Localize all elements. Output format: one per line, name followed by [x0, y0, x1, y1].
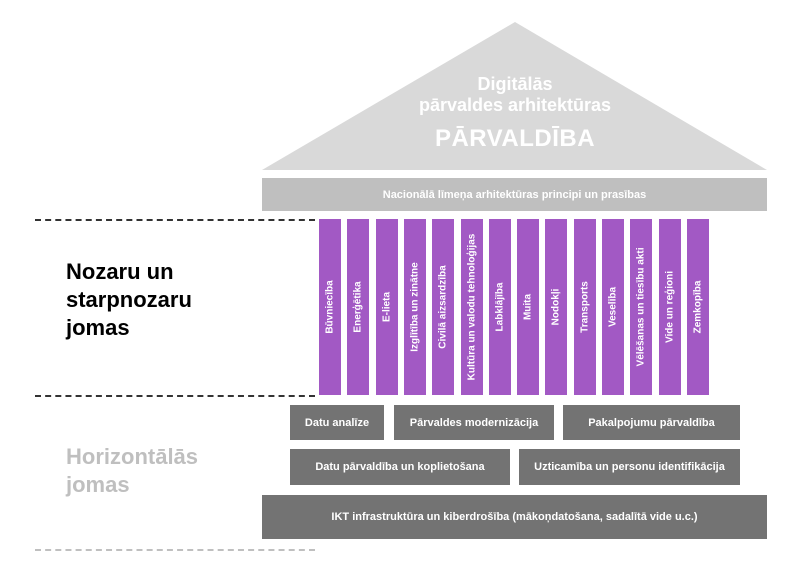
pillar-label: Nodokļi: [550, 288, 562, 326]
pillar-9: Transports: [573, 219, 596, 395]
pillar-label: Kultūra un valodu tehnoloģijas: [466, 233, 477, 381]
roof-title-line1: Digitālās: [477, 74, 553, 94]
pillar-12: Vide un reģioni: [658, 219, 681, 395]
box-datu-analize: Datu analīze: [290, 405, 384, 440]
pillar-2: E-lieta: [375, 219, 398, 395]
pillar-label: Civilā aizsardzība: [437, 265, 449, 349]
divider-top: [35, 219, 315, 221]
pillar-label: E-lieta: [381, 291, 393, 323]
pillar-10: Veselība: [602, 219, 624, 395]
pillar-3: Izglītība un zinātne: [403, 219, 426, 395]
box-parvaldes-modernizacija: Pārvaldes modernizācija: [394, 405, 554, 440]
pillar-6: Labklājība: [488, 219, 511, 395]
pillar-13: Zemkopība: [686, 219, 709, 395]
pillar-label: Muita: [522, 293, 534, 321]
pillar-1: Enerģētika: [347, 219, 370, 395]
pillar-5: Kultūra un valodu tehnoloģijas: [460, 219, 483, 395]
pillar-label: Vide un reģioni: [664, 270, 676, 344]
roof-shape: [262, 22, 767, 170]
pillars: Būvniecība Enerģētika E-lieta Izglītība un …: [319, 219, 711, 395]
box-uzticamiba: Uzticamība un personu identifikācija: [519, 449, 740, 485]
box-pakalpojumu-parvaldiba: Pakalpojumu pārvaldība: [563, 405, 740, 440]
pillar-label: Zemkopība: [692, 280, 704, 334]
box-datu-parvaldiba: Datu pārvaldība un koplietošana: [290, 449, 510, 485]
pillar-0: Būvniecība: [319, 219, 341, 395]
box-ikt-infrastruktura: IKT infrastruktūra un kiberdrošība (māko…: [262, 495, 767, 539]
pillar-4: Civilā aizsardzība: [432, 219, 455, 395]
pillar-label: Izglītība un zinātne: [409, 262, 421, 352]
pillar-label: Labklājība: [494, 282, 506, 332]
pillar-label: Veselība: [607, 286, 619, 328]
pillar-label: Enerģētika: [352, 281, 364, 333]
divider-bottom: [35, 549, 315, 551]
pillar-label: Būvniecība: [324, 280, 336, 334]
pillar-8: Nodokļi: [545, 219, 568, 395]
divider-middle: [35, 395, 315, 397]
roof-main-title: PĀRVALDĪBA: [434, 125, 596, 152]
pillar-label: Vēlēšanas un tiesību akti: [635, 247, 647, 367]
pillar-11: Vēlēšanas un tiesību akti: [630, 219, 653, 395]
pillar-label: Transports: [579, 281, 591, 333]
roof-title-line2: pārvaldes arhitektūras: [418, 95, 612, 115]
principles-bar: Nacionālā līmeņa arhitektūras principi u…: [262, 178, 767, 211]
pillar-7: Muita: [517, 219, 540, 395]
